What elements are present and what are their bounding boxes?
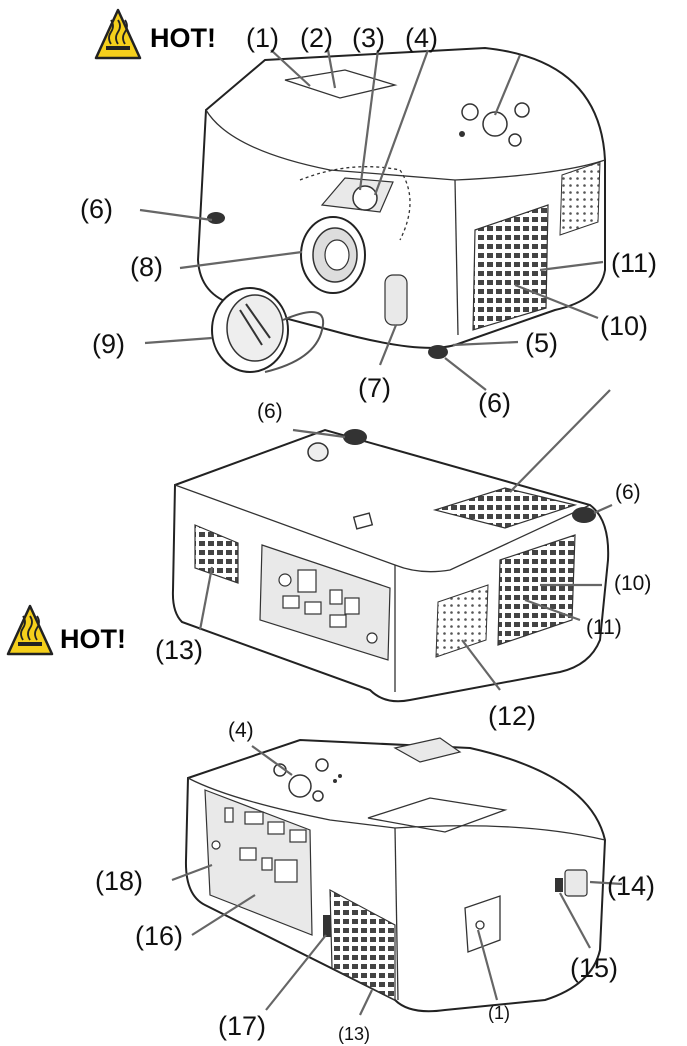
remote-sensor	[385, 275, 407, 325]
adjuster-foot	[308, 443, 328, 461]
rear-foot	[343, 429, 367, 445]
label-8: (8)	[130, 252, 163, 282]
label-7: (7)	[358, 373, 391, 403]
label-10-bottom: (10)	[614, 572, 651, 595]
label-10-top: (10)	[600, 311, 648, 341]
hot-warning-middle: HOT!	[8, 606, 126, 654]
label-15: (15)	[570, 953, 618, 983]
security-bar	[323, 915, 331, 937]
label-6-top-right: (6)	[478, 388, 511, 418]
front-foot	[572, 507, 596, 523]
label-9: (9)	[92, 329, 125, 359]
label-11-bottom: (11)	[586, 616, 622, 639]
label-2: (2)	[300, 23, 333, 53]
label-4-rear: (4)	[228, 719, 254, 742]
hot-warning-text: HOT!	[60, 624, 126, 654]
power-switch	[555, 878, 563, 892]
label-13-rear: (13)	[338, 1024, 370, 1044]
projector-bottom-view: (6) (6) (10) (11) (13) (12)	[155, 390, 651, 731]
elevator-foot-right	[428, 345, 448, 359]
label-1-lamp-cover: (1)	[246, 23, 279, 53]
label-16: (16)	[135, 921, 183, 951]
label-6-bottom-left: (6)	[257, 400, 283, 423]
label-14: (14)	[607, 871, 655, 901]
label-4: (4)	[405, 23, 438, 53]
label-5: (5)	[525, 328, 558, 358]
label-11-top: (11)	[611, 248, 657, 278]
ac-inlet	[565, 870, 587, 896]
label-6-bottom-right: (6)	[615, 481, 641, 504]
projector-rear-view: (4) (18) (14) (16) (15) (17) (1) (13)	[95, 719, 655, 1044]
label-3: (3)	[352, 23, 385, 53]
label-1-rear: (1)	[488, 1003, 510, 1023]
label-18: (18)	[95, 866, 143, 896]
label-6-top-left: (6)	[80, 194, 113, 224]
lens	[301, 217, 365, 293]
label-12: (12)	[488, 701, 536, 731]
label-17: (17)	[218, 1011, 266, 1041]
hot-warning-icon	[96, 10, 140, 58]
hot-warning-top: HOT!	[96, 10, 216, 58]
label-13-bottom: (13)	[155, 635, 203, 665]
projector-front-view: (1) (2) (3) (4) (6) (8) (9) (11) (10) (5…	[80, 23, 657, 418]
hot-warning-text: HOT!	[150, 23, 216, 53]
hot-warning-icon	[8, 606, 52, 654]
elevator-foot-left	[207, 212, 225, 224]
